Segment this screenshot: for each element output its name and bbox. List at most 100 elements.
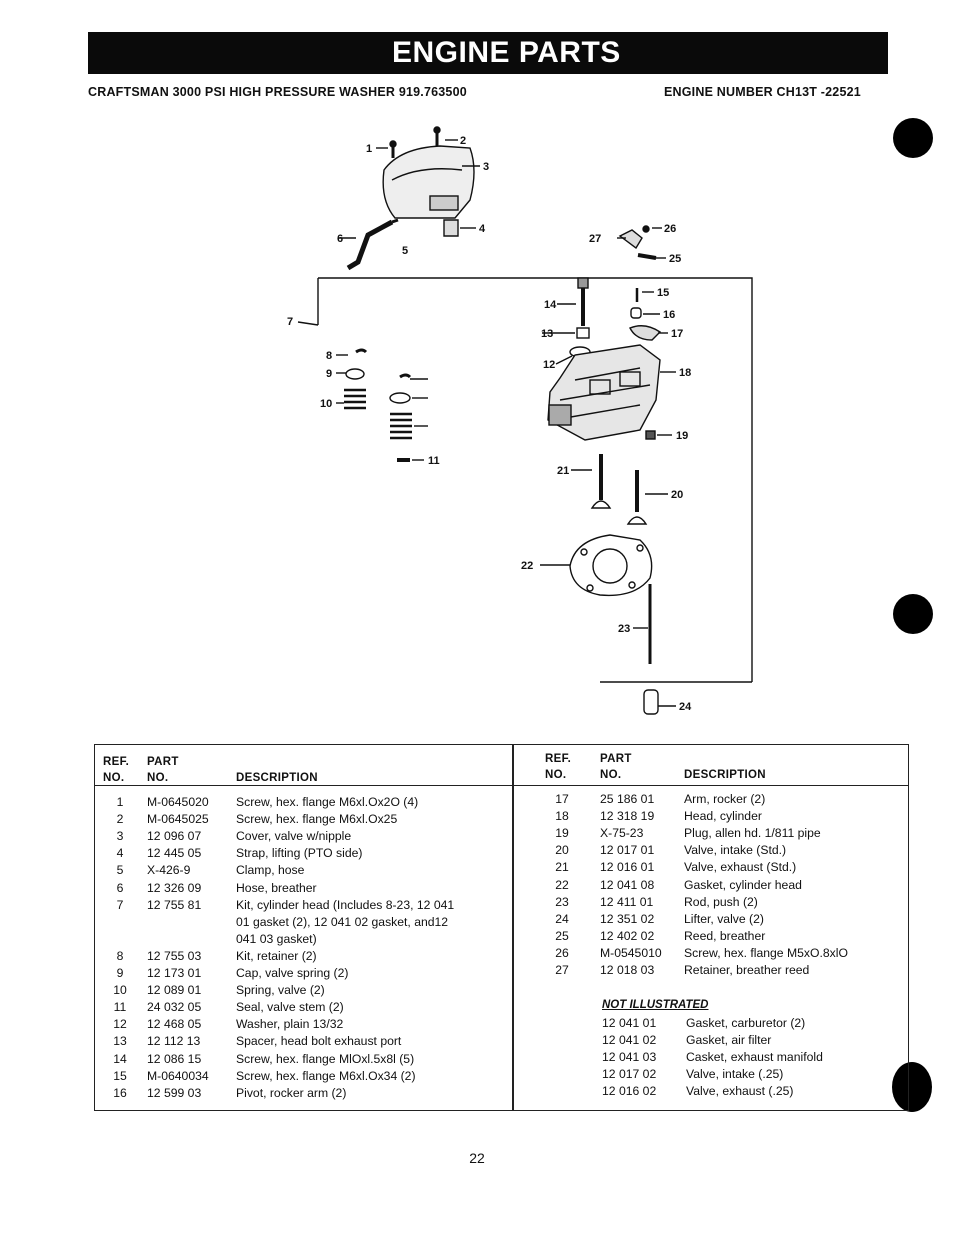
- part-number: 12 041 01: [602, 1016, 657, 1030]
- left-header-rule: [95, 785, 512, 786]
- table-row: 19 X-75-23 Plug, allen hd. 1/811 pipe: [95, 825, 905, 842]
- part-description: Spring, valve (2): [236, 983, 325, 998]
- table-column-divider: [512, 745, 514, 1110]
- part-description: Plug, allen hd. 1/811 pipe: [684, 826, 821, 841]
- ref-number: 22: [555, 877, 569, 892]
- callout-3: 3: [483, 161, 489, 173]
- part-description: Valve, exhaust (Std.): [684, 860, 797, 875]
- callout-25: 25: [669, 253, 681, 265]
- part-number: 12 326 09: [147, 880, 202, 895]
- ref-number: 3: [116, 829, 124, 844]
- callout-10: 10: [320, 398, 332, 410]
- part-number: 12 411 01: [600, 894, 654, 909]
- right-header-rule: [513, 785, 909, 786]
- part-description: Rod, push (2): [684, 894, 758, 909]
- callout-13: 13: [541, 328, 553, 340]
- binder-hole-top: [893, 118, 933, 158]
- part-description: 01 gasket (2), 12 041 02 gasket, and12: [236, 914, 449, 929]
- table-row: 041 03 gasket): [95, 931, 905, 948]
- callout-7: 7: [287, 316, 293, 328]
- part-description: Washer, plain 13/32: [236, 1017, 344, 1032]
- ref-number: 2: [116, 812, 124, 827]
- callout-1: 1: [366, 143, 372, 155]
- part-number: 12 755 81: [147, 897, 202, 912]
- part-number: 12 096 07: [147, 829, 202, 844]
- callout-5: 5: [402, 245, 408, 257]
- part-number: 12 041 08: [600, 877, 655, 892]
- ref-number: 21: [555, 860, 569, 875]
- part-description: Lifter, valve (2): [684, 911, 764, 926]
- ref-number: 5: [116, 863, 124, 878]
- part-description: Spacer, head bolt exhaust port: [236, 1034, 402, 1049]
- callout-18: 18: [679, 367, 691, 379]
- ref-number: 17: [555, 792, 569, 806]
- part-description: Casket, exhaust manifold: [686, 1050, 823, 1065]
- part-number: 12 089 01: [147, 983, 202, 998]
- part-description: Head, cylinder: [684, 809, 762, 824]
- ref-number: 9: [116, 966, 124, 980]
- table-row: 12 041 01 Gasket, carburetor (2): [95, 1015, 905, 1032]
- callout-17: 17: [671, 328, 683, 340]
- ref-number: 12: [113, 1017, 127, 1032]
- part-number: 12 445 05: [147, 846, 202, 861]
- callout-8: 8: [326, 350, 332, 362]
- binder-hole-middle: [893, 594, 933, 634]
- callout-2: 2: [460, 135, 466, 147]
- part-description: Gasket, cylinder head: [684, 877, 802, 892]
- callout-4: 4: [479, 223, 486, 235]
- part-description: Arm, rocker (2): [684, 792, 766, 806]
- exploded-parts-diagram: 1 2 3 4 5 6 7 8 9 10 11 12 13 14 15 16 1…: [287, 126, 753, 715]
- part-description: Gasket, carburetor (2): [686, 1016, 806, 1030]
- callout-9: 9: [326, 368, 332, 380]
- engine-number-line: ENGINE NUMBER CH13T -22521: [664, 85, 861, 99]
- parts-table: REF. NO. PART NO. DESCRIPTION REF. NO. P…: [94, 744, 909, 1111]
- part-description: Reed, breather: [684, 928, 766, 943]
- ref-number: 6: [116, 880, 124, 895]
- part-number: 12 017 02: [602, 1067, 657, 1082]
- ref-number: 15: [113, 1068, 127, 1083]
- part-description: Valve, exhaust (.25): [686, 1084, 794, 1099]
- left-header-part-2: NO.: [147, 772, 169, 784]
- callout-16: 16: [663, 309, 675, 321]
- part-number: X-75-23: [600, 826, 644, 841]
- part-description: 041 03 gasket): [236, 931, 317, 946]
- part-description: Valve, intake (.25): [686, 1067, 784, 1082]
- callout-14: 14: [544, 299, 557, 311]
- part-number: 12 041 02: [602, 1033, 657, 1048]
- right-header-part-2: NO.: [600, 769, 622, 781]
- page-number: 22: [469, 1150, 485, 1166]
- ref-number: 26: [555, 945, 569, 960]
- callout-6: 6: [337, 233, 343, 245]
- callout-12: 12: [543, 359, 555, 371]
- part-number: 12 016 01: [600, 860, 655, 875]
- right-header-ref-1: REF.: [545, 753, 572, 765]
- model-line: CRAFTSMAN 3000 PSI HIGH PRESSURE WASHER …: [88, 85, 467, 99]
- part-description: Pivot, rocker arm (2): [236, 1085, 347, 1100]
- callout-15: 15: [657, 287, 669, 299]
- part-number: 12 086 15: [147, 1051, 202, 1066]
- ref-number: 19: [555, 826, 569, 841]
- ref-number: 24: [555, 911, 569, 926]
- ref-number: 8: [116, 948, 124, 963]
- part-number: 24 032 05: [147, 1000, 202, 1015]
- left-header-description: DESCRIPTION: [236, 772, 318, 784]
- binder-hole-bottom: [892, 1062, 932, 1112]
- part-description: Screw, hex. flange M5xO.8xlO: [684, 945, 848, 960]
- ref-number: 20: [555, 843, 569, 858]
- part-description: Screw, hex. flange M6xl.Ox2O (4): [236, 795, 419, 809]
